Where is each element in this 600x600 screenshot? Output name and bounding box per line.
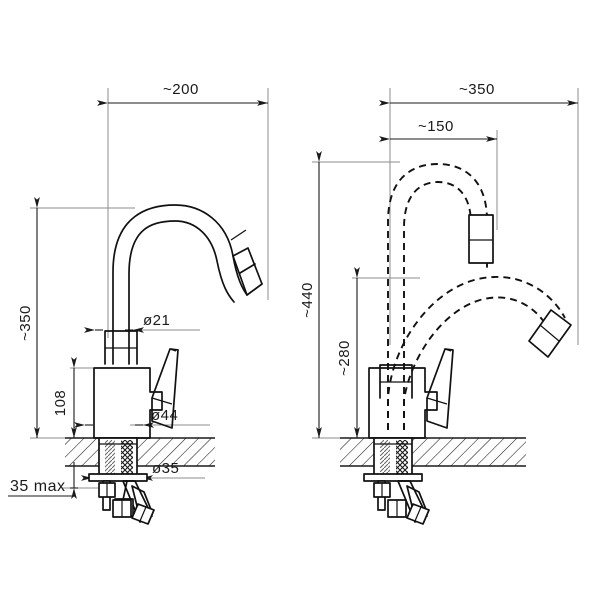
spout-left xyxy=(112,204,263,365)
dim-reach-150: ~150 xyxy=(379,118,497,142)
dim-label-reach-200: ~200 xyxy=(163,81,199,98)
counter-surface-left xyxy=(65,437,215,467)
dim-label-body-108: 108 xyxy=(52,390,69,417)
left-view-group: ~200 ~350 108 ø21 ø44 xyxy=(8,81,269,525)
mounting-hardware-left xyxy=(88,437,155,525)
dim-reach-350: ~350 xyxy=(379,81,578,106)
dim-label-dia-21: ø21 xyxy=(143,312,170,329)
dim-label-height-350: ~350 xyxy=(17,305,34,341)
dim-reach-200: ~200 xyxy=(97,81,268,106)
dim-height-350: ~350 xyxy=(17,197,40,438)
counter-surface-right xyxy=(340,437,526,467)
faucet-body-left xyxy=(93,330,179,439)
dim-dia-21: ø21 xyxy=(84,312,170,333)
dim-label-reach-350: ~350 xyxy=(459,81,495,98)
right-extension-lines xyxy=(312,88,579,439)
dim-max-35: 35 max xyxy=(8,462,78,499)
dim-label-height-280: ~280 xyxy=(336,340,353,376)
faucet-body-right xyxy=(368,348,454,439)
dim-dia-44: ø44 xyxy=(74,407,178,428)
dim-label-dia-44: ø44 xyxy=(151,407,178,424)
left-extension-lines xyxy=(30,88,269,489)
dim-height-280: ~280 xyxy=(336,267,360,438)
dim-height-440: ~440 xyxy=(299,151,322,438)
right-view-group: ~350 ~150 ~440 ~280 xyxy=(299,81,579,525)
ghost-spout-lowered xyxy=(387,276,572,430)
dim-label-height-440: ~440 xyxy=(299,282,316,318)
mounting-hardware-right xyxy=(363,437,430,525)
dim-label-reach-150: ~150 xyxy=(418,118,454,135)
ghost-spout-raised xyxy=(387,163,494,430)
dim-body-108: 108 xyxy=(52,357,77,438)
dim-label-max-35: 35 max xyxy=(10,478,65,495)
